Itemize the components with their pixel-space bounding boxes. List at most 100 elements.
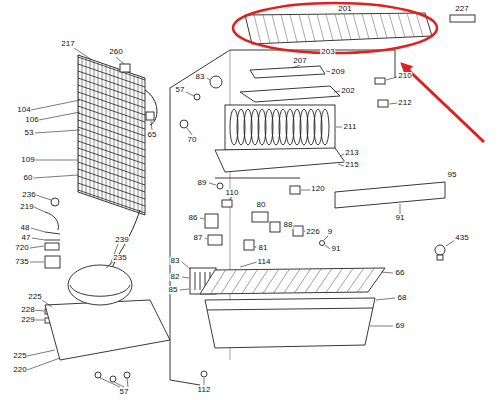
callout-number: 203 [320,48,335,56]
freezer-floor [215,178,300,179]
callout-number: 86 [188,214,199,222]
hinge [293,226,303,236]
shelf-rib [353,14,360,39]
knob [205,214,218,228]
shelf-rib [371,14,378,39]
condenser-tube [78,113,145,136]
lamp-holder [208,235,222,245]
coil-turn [321,109,329,145]
shelf-wire [284,269,300,293]
shelf-rib [254,15,261,44]
callout-number: 47 [21,234,32,242]
clip [290,186,300,194]
callout-number: 236 [21,191,36,199]
shelf-wire [274,269,290,293]
shelf-wire [242,270,258,294]
condenser-tube [78,106,145,129]
interior-parts [200,13,445,348]
callout-number: 209 [330,68,345,76]
switch [244,240,254,250]
thermostat [210,76,222,88]
callout-number: 211 [343,123,358,131]
condenser-tube [78,197,145,220]
drier [120,64,130,72]
clip [146,112,154,120]
shelf-rib [407,13,414,37]
condenser-tube [78,78,145,101]
condenser-tube [78,85,145,108]
condenser-tube [78,169,145,192]
leader-lines [27,48,455,387]
condenser-tube [78,71,145,94]
shelf-wire [263,269,279,293]
highlight-ellipse [233,3,437,53]
shelf-wire [347,268,364,292]
condenser-tube [78,141,145,164]
shelf-rib [272,15,279,43]
callout-number: 226 [305,228,320,236]
condenser-tube [78,183,145,206]
support [375,78,385,84]
thermostat-box [252,212,268,222]
condenser-tube [78,64,145,87]
drip-tray [215,148,345,172]
callout-number: 88 [283,221,294,229]
shelf-wire [253,269,269,293]
cabinet [170,50,395,385]
condenser-tube [78,57,145,80]
callout-number: 109 [20,156,35,164]
shelf-rib [263,15,270,43]
screw [95,372,101,378]
grommet [180,120,188,128]
condenser-tube-lines [112,90,157,268]
shelf-rib [326,14,333,40]
callout-number: 65 [147,131,158,139]
condenser-tube [78,148,145,171]
callout-number: 219 [19,203,34,211]
shelf-rib [299,14,306,41]
door-bar [335,182,445,208]
shelf-rib [281,15,288,43]
callout-number: 227 [454,5,469,13]
switch [270,222,280,232]
shelf-rib [362,14,369,39]
callout-number: 106 [24,116,39,124]
callout-number: 57 [119,388,130,396]
clip [222,200,232,207]
callout-number: 110 [225,189,240,197]
condenser-tube [78,190,145,213]
shelf-wire [305,269,321,293]
callout-number: 60 [23,174,34,182]
grommet [51,198,59,206]
callout-number: 225 [27,293,42,301]
condenser [78,50,157,268]
plate [250,66,325,78]
condenser-tube [78,155,145,178]
shelf-rib [317,14,324,41]
callout-number: 91 [395,214,406,222]
shelf-rib [344,14,351,40]
callout-number: 215 [344,161,359,169]
callout-number: 212 [397,99,412,107]
callout-number: 82 [170,273,181,281]
shelf-wire [295,269,311,293]
highlight-arrow [402,64,484,142]
callout-number: 48 [20,224,31,232]
callout-number: 217 [60,40,75,48]
callout-number: 81 [258,244,269,252]
callout-number: 220 [12,366,27,374]
crisper-lip [207,308,373,310]
condenser-tube [78,120,145,143]
callout-number: 9 [327,228,333,236]
relay [45,243,59,250]
shelf-rib [416,13,423,36]
condenser-tube [78,176,145,199]
callout-number: 114 [257,258,272,266]
callout-number: 70 [187,136,198,144]
callout-number: 225 [12,352,27,360]
shelf-wire [326,269,343,293]
condenser-tubes [78,50,145,220]
shelf-rib [389,13,396,37]
screw [320,241,325,246]
